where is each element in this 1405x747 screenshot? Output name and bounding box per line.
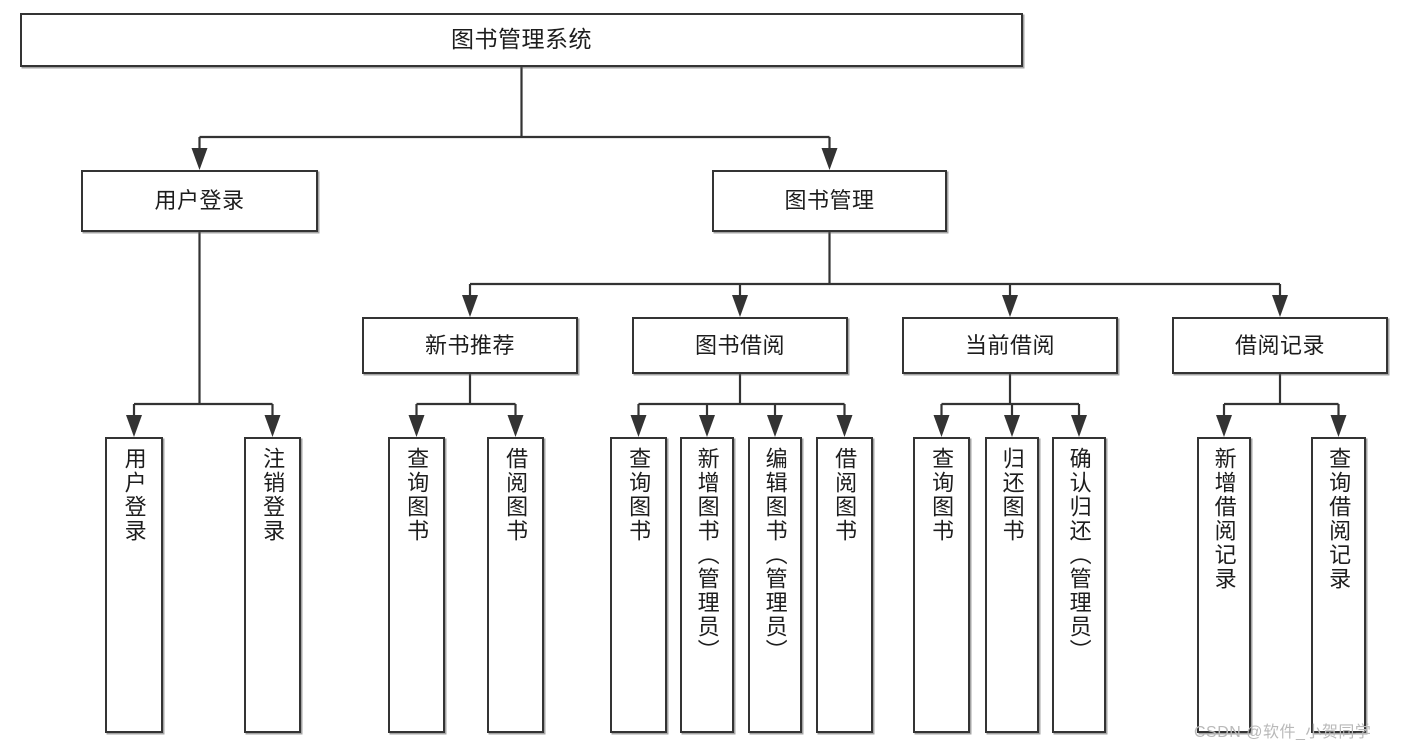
arrowhead [630,415,647,437]
node-label: 图书管理系统 [451,26,592,53]
node-label: 确认归还（管理员） [1066,447,1092,663]
node-label: 图书管理 [784,188,875,214]
node-book-manage[interactable]: 图书管理 [712,170,947,232]
node-user-login[interactable]: 用户登录 [81,170,318,232]
node-leaf-bb-add[interactable]: 新增图书（管理员） [680,437,734,733]
arrowhead [699,415,715,437]
node-leaf-rec-borrow[interactable]: 借阅图书 [487,437,544,733]
node-label: 图书借阅 [694,332,785,358]
arrowhead [1002,295,1018,317]
node-leaf-bb-edit[interactable]: 编辑图书（管理员） [748,437,802,733]
node-label: 查询图书 [626,447,652,543]
node-leaf-user-logout[interactable]: 注销登录 [244,437,301,733]
node-label: 查询图书 [929,447,955,543]
node-leaf-bb-query[interactable]: 查询图书 [610,437,667,733]
arrowhead [1004,415,1020,437]
node-label: 新增借阅记录 [1211,447,1237,591]
node-borrow-record[interactable]: 借阅记录 [1172,317,1388,374]
node-label: 查询借阅记录 [1326,447,1352,591]
node-label: 借阅图书 [503,447,529,543]
node-label: 注销登录 [260,447,286,543]
node-current-borrow[interactable]: 当前借阅 [902,317,1118,374]
node-label: 当前借阅 [964,332,1055,358]
arrowhead [507,415,524,437]
arrowhead [1272,295,1288,317]
arrowhead [1071,415,1087,437]
arrowhead [264,415,281,437]
node-leaf-user-login[interactable]: 用户登录 [105,437,163,733]
node-label: 新书推荐 [424,332,515,358]
node-root[interactable]: 图书管理系统 [20,13,1023,67]
arrowhead [933,415,950,437]
arrowhead [408,415,425,437]
node-leaf-rec-query[interactable]: 查询图书 [388,437,445,733]
node-leaf-cb-return[interactable]: 归还图书 [985,437,1039,733]
node-leaf-br-query[interactable]: 查询借阅记录 [1311,437,1366,733]
arrowhead [836,415,853,437]
node-leaf-br-add[interactable]: 新增借阅记录 [1197,437,1251,733]
node-leaf-bb-borrow[interactable]: 借阅图书 [816,437,873,733]
node-new-book-rec[interactable]: 新书推荐 [362,317,578,374]
node-label: 用户登录 [121,447,147,543]
arrowhead [732,295,748,317]
arrowhead [767,415,783,437]
arrowhead [1216,415,1232,437]
watermark: CSDN @软件_小贺同学 [1194,724,1372,741]
node-label: 借阅图书 [832,447,858,543]
node-label: 新增图书（管理员） [694,447,720,663]
arrowhead [462,295,478,317]
node-label: 归还图书 [999,447,1025,543]
node-label: 借阅记录 [1234,332,1325,358]
node-leaf-cb-query[interactable]: 查询图书 [913,437,970,733]
node-book-borrow[interactable]: 图书借阅 [632,317,848,374]
arrowhead [191,148,208,170]
arrowhead [821,148,838,170]
node-label: 查询图书 [404,447,430,543]
arrowhead [1330,415,1347,437]
node-label: 编辑图书（管理员） [762,447,788,663]
arrowhead [126,415,142,437]
node-label: 用户登录 [154,188,245,214]
node-leaf-cb-confirm[interactable]: 确认归还（管理员） [1052,437,1106,733]
